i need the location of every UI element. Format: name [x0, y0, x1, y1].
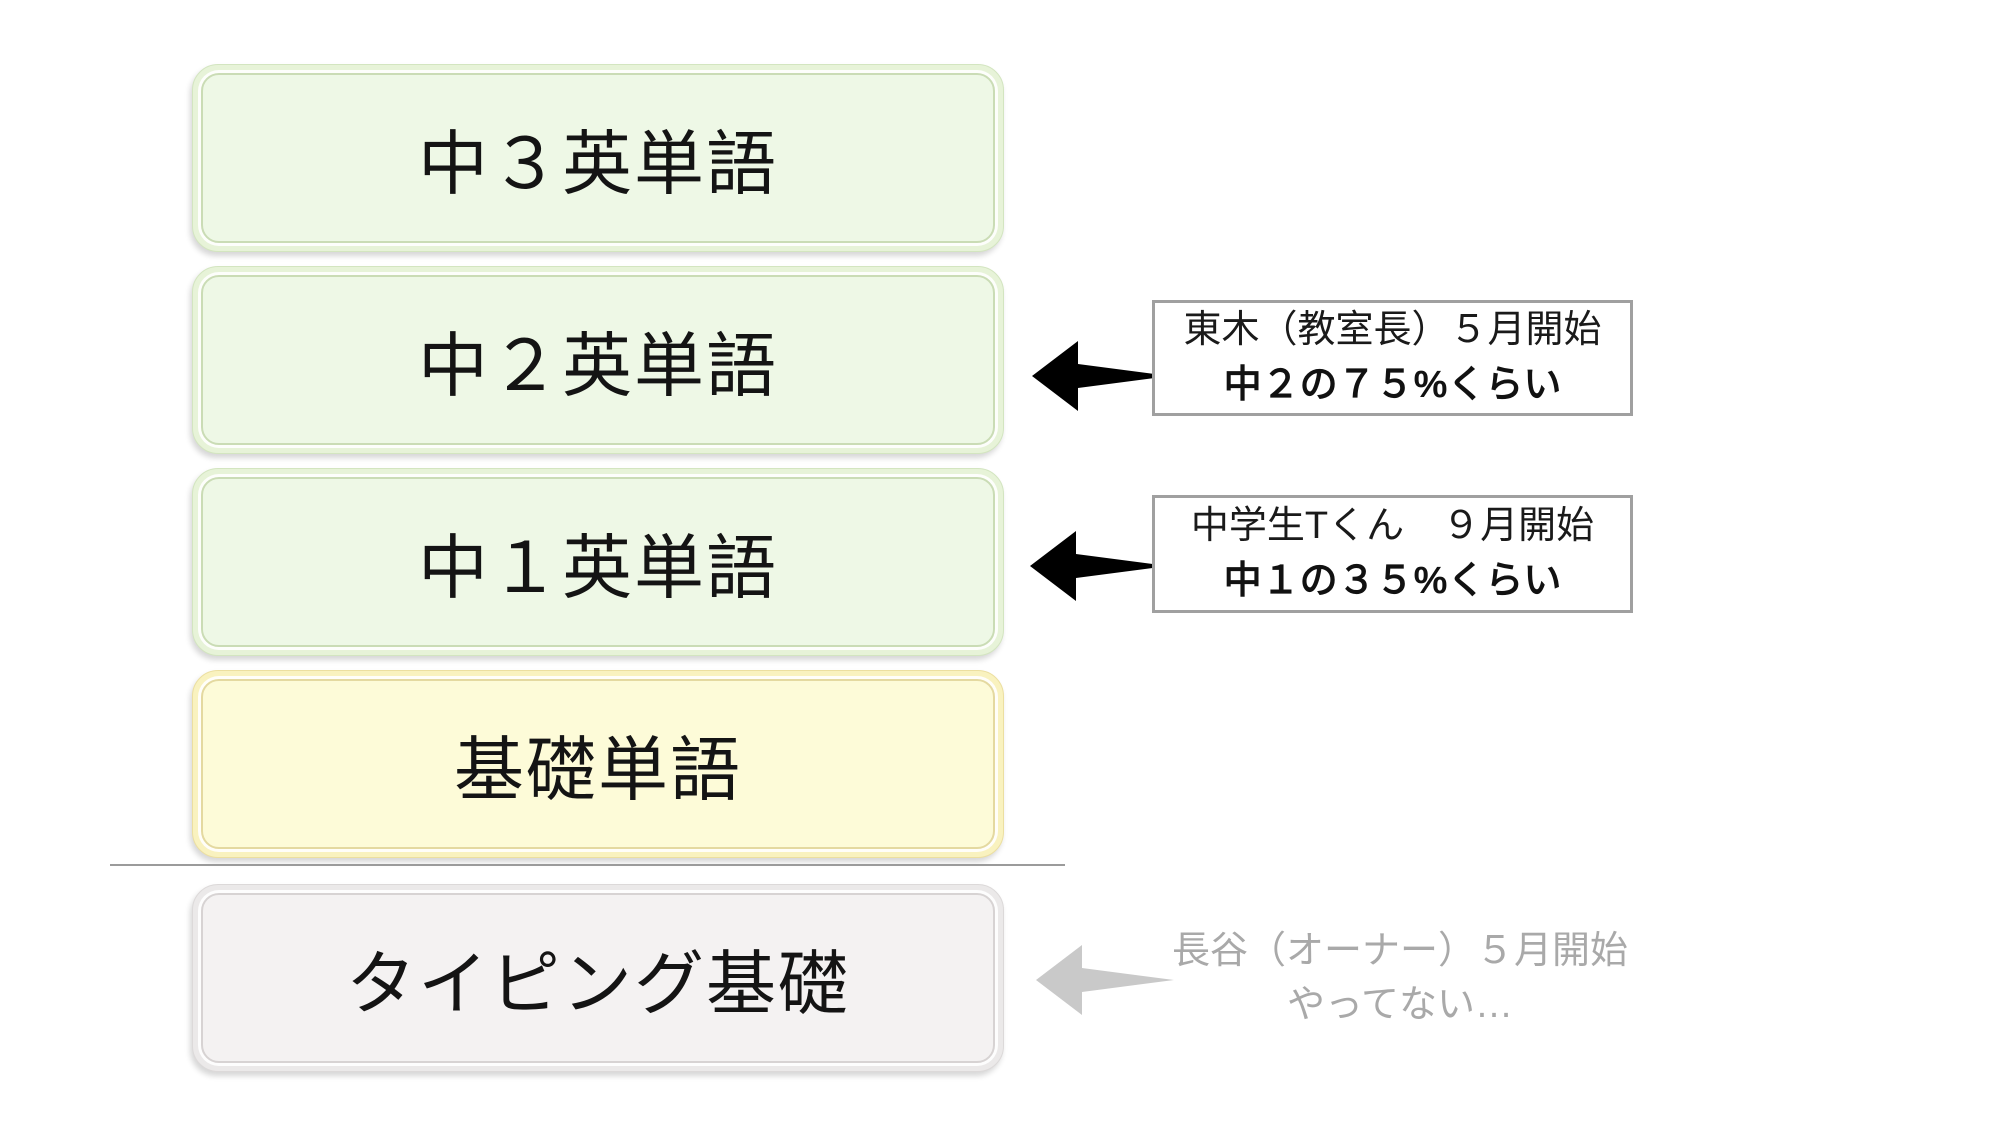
level-label: 中２英単語 [418, 326, 778, 405]
annotation-box-student-t: 中学生Tくん ９月開始 中１の３５%くらい [1152, 495, 1633, 613]
annotation-line2: 中２の７５%くらい [1223, 364, 1562, 406]
annotation-plain-hase: 長谷（オーナー）５月開始 やってない… [1160, 922, 1640, 1034]
level-label: 基礎単語 [454, 730, 742, 809]
annotation-line2: 中１の３５%くらい [1223, 560, 1562, 602]
level-box-inner: 中１英単語 [201, 477, 995, 647]
level-box-inner: 中３英単語 [201, 73, 995, 243]
section-divider-line [110, 864, 1065, 866]
annotation-line1: 長谷（オーナー）５月開始 [1171, 930, 1628, 972]
level-box-kiso-tango: 基礎単語 [192, 670, 1004, 858]
level-box-chu1-eitango: 中１英単語 [192, 468, 1004, 656]
level-box-chu2-eitango: 中２英単語 [192, 266, 1004, 454]
annotation-box-higashiki: 東木（教室長）５月開始 中２の７５%くらい [1152, 300, 1633, 416]
level-label: タイピング基礎 [346, 944, 850, 1023]
level-label: 中１英単語 [418, 528, 778, 607]
left-arrow-icon [1030, 529, 1168, 603]
level-box-inner: 中２英単語 [201, 275, 995, 445]
level-label: 中３英単語 [418, 124, 778, 203]
left-arrow-icon [1032, 339, 1170, 413]
annotation-line1: 中学生Tくん ９月開始 [1190, 505, 1595, 547]
level-box-chu3-eitango: 中３英単語 [192, 64, 1004, 252]
annotation-line1: 東木（教室長）５月開始 [1183, 309, 1602, 351]
annotation-line2: やってない… [1286, 984, 1514, 1026]
level-box-inner: 基礎単語 [201, 679, 995, 849]
left-arrow-gray-icon [1036, 943, 1174, 1017]
level-box-typing-kiso: タイピング基礎 [192, 884, 1004, 1072]
level-box-inner: タイピング基礎 [201, 893, 995, 1063]
